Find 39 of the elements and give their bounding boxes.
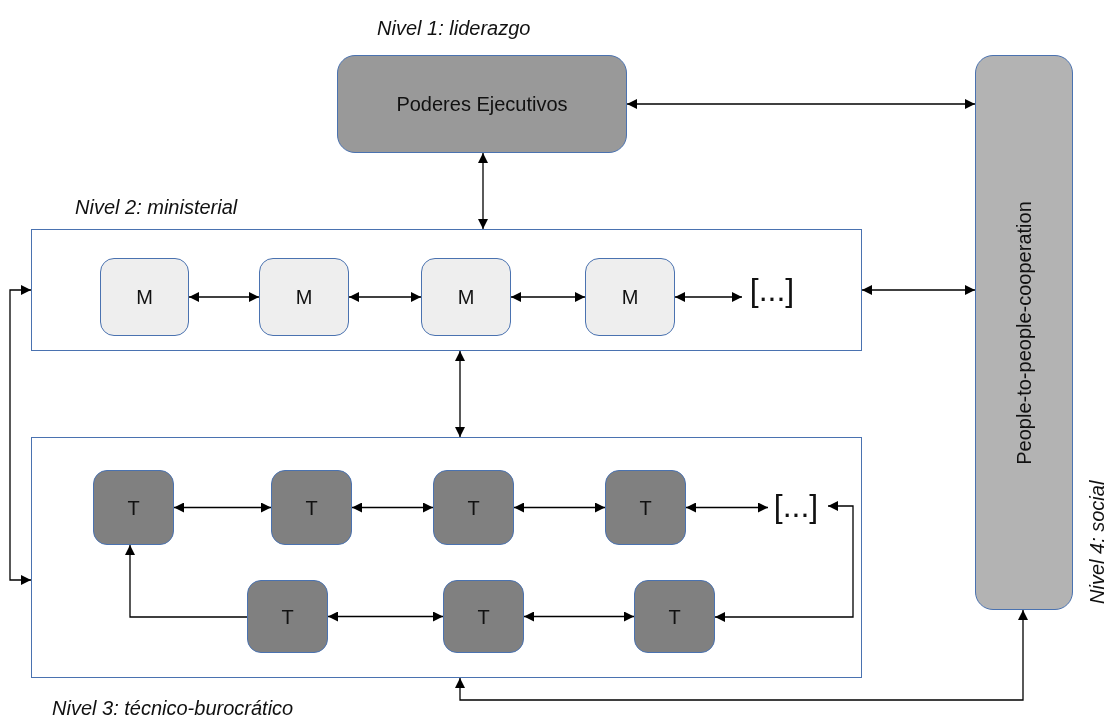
arrow [513, 502, 606, 513]
technical-box: T [443, 580, 524, 653]
arrow [478, 152, 488, 230]
technical-box: T [433, 470, 514, 545]
arrow [674, 292, 743, 302]
arrow [173, 502, 272, 513]
arrow [510, 292, 586, 302]
arrow [188, 292, 260, 302]
level-label: Nivel 4: social [1085, 480, 1109, 604]
arrow [351, 502, 434, 513]
level-label: Nivel 3: técnico-burocrático [52, 696, 294, 718]
level-panel [31, 229, 862, 351]
arrow [685, 502, 769, 513]
ellipsis-text: [...] [742, 270, 802, 310]
arrow [455, 350, 465, 438]
technical-box: T [247, 580, 328, 653]
ministry-box: M [100, 258, 189, 336]
arrow [348, 292, 422, 302]
ministry-box: M [585, 258, 675, 336]
process-box: Poderes Ejecutivos [337, 55, 627, 153]
technical-box: T [93, 470, 174, 545]
technical-box: T [271, 470, 352, 545]
arrow [714, 501, 854, 622]
ellipsis-text: [...] [768, 486, 824, 526]
process-box: People-to-people-cooperation [975, 55, 1073, 610]
arrow [523, 611, 635, 622]
ministry-box: M [421, 258, 511, 336]
ministry-box: M [259, 258, 349, 336]
arrow [327, 611, 444, 622]
technical-box: T [605, 470, 686, 545]
technical-box: T [634, 580, 715, 653]
level-label: Nivel 2: ministerial [75, 195, 238, 219]
arrow [9, 285, 32, 585]
level-panel [31, 437, 862, 678]
arrow [125, 544, 248, 618]
arrow [455, 609, 1028, 701]
level-label: Nivel 1: liderazgo [377, 16, 531, 40]
arrow [626, 99, 976, 109]
arrow [861, 285, 976, 295]
